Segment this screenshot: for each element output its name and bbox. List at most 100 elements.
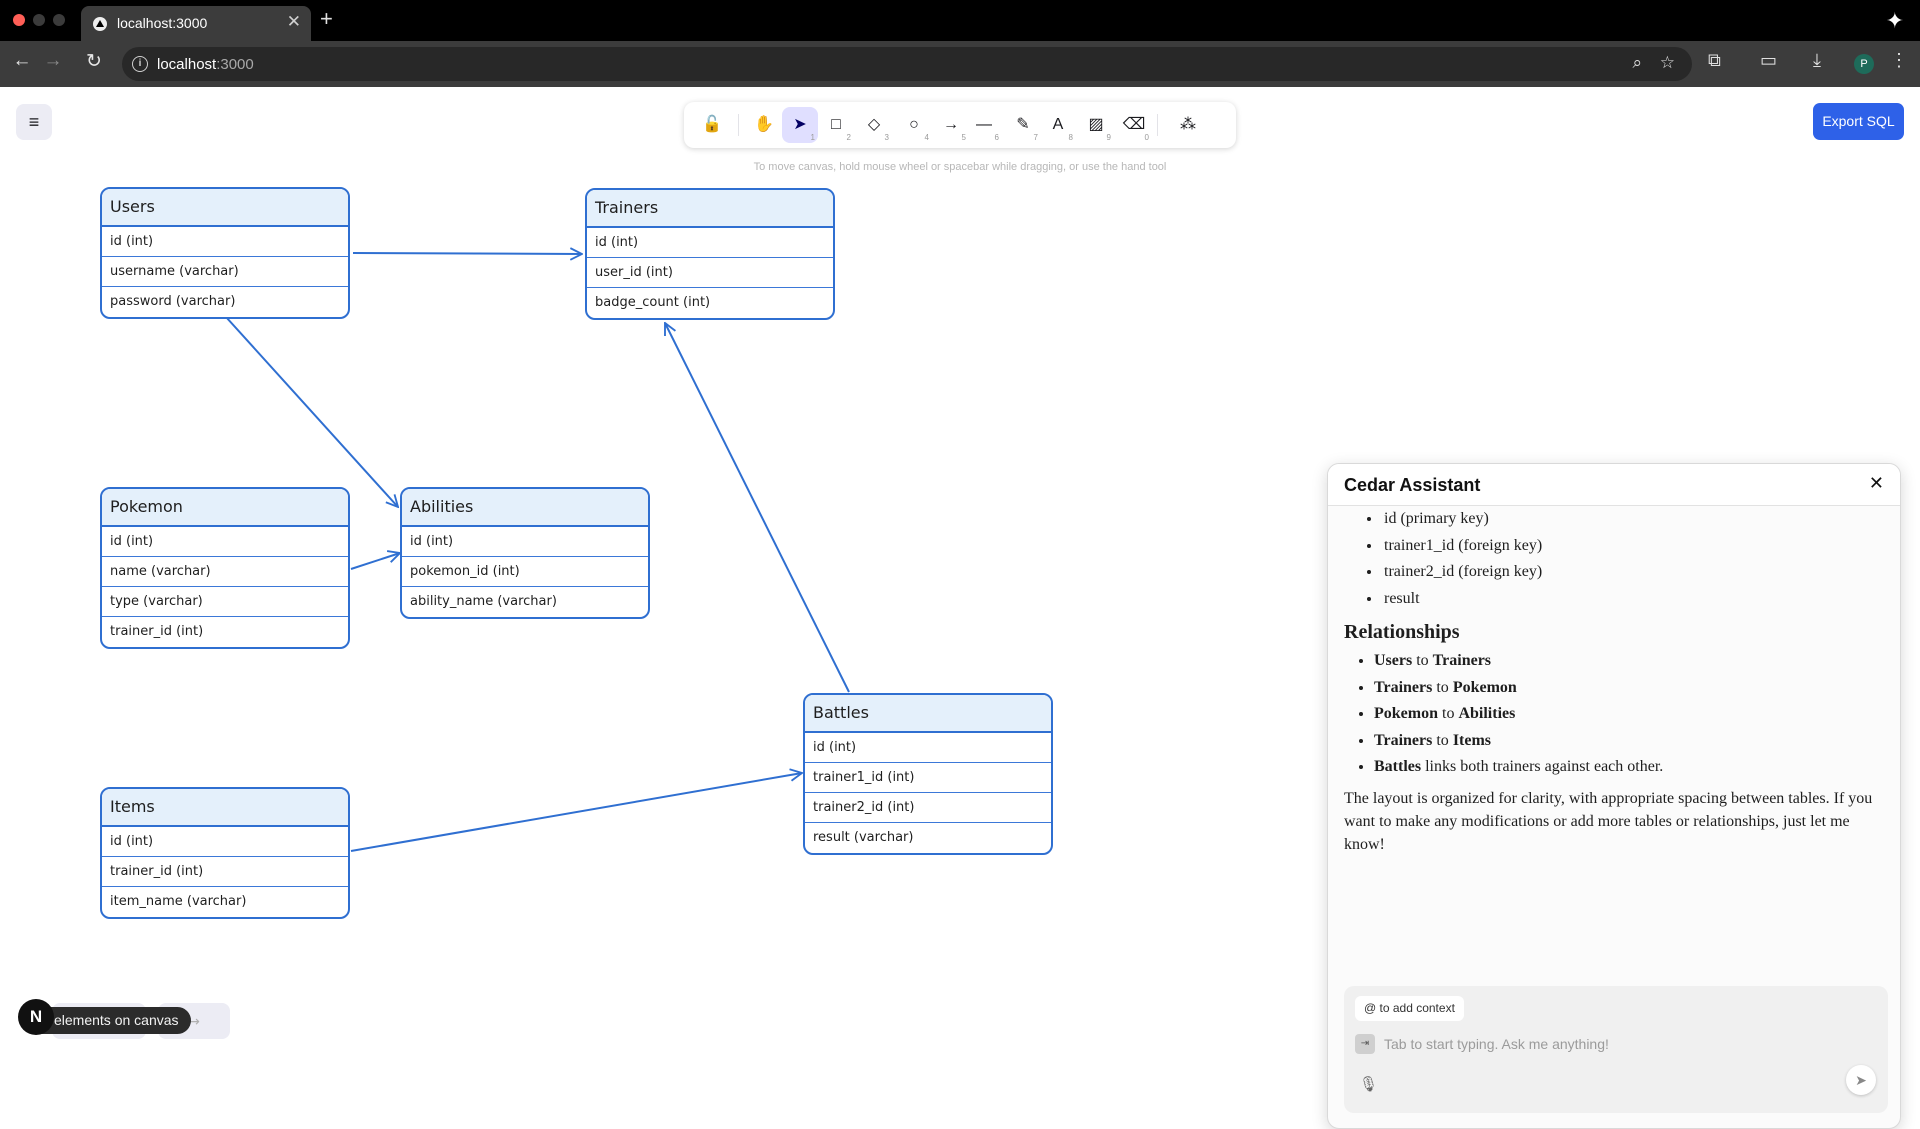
diamond-tool-icon[interactable]: ◇3 (867, 116, 889, 142)
relationships-heading: Relationships (1344, 621, 1460, 643)
canvas-element-count: elements on canvas (34, 1007, 191, 1034)
list-item: trainer1_id (foreign key) (1382, 533, 1882, 560)
table-title: Items (102, 789, 348, 827)
export-sql-button[interactable]: Export SQL (1813, 103, 1904, 140)
list-item: Battles links both trainers against each… (1374, 754, 1882, 781)
image-tool-icon[interactable]: ▨9 (1088, 116, 1111, 142)
table-abilities[interactable]: Abilities id (int) pokemon_id (int) abil… (400, 487, 650, 619)
close-window-button[interactable] (13, 14, 25, 26)
table-column: trainer1_id (int) (805, 763, 1051, 793)
send-icon[interactable]: ➤ (1846, 1065, 1876, 1095)
list-item: Pokemon to Abilities (1374, 701, 1882, 728)
browser-tab[interactable]: localhost:3000 ✕ (81, 6, 311, 41)
tab-close-icon[interactable]: ✕ (286, 12, 301, 31)
minimize-window-button[interactable] (33, 14, 45, 26)
assistant-title: Cedar Assistant (1344, 475, 1481, 495)
table-column: username (varchar) (102, 257, 348, 287)
add-context-chip[interactable]: @ to add context (1355, 996, 1464, 1021)
eraser-tool-icon[interactable]: ⌫0 (1122, 116, 1149, 142)
profile-avatar[interactable]: P (1854, 54, 1874, 74)
list-item: id (primary key) (1382, 506, 1882, 533)
table-column: trainer_id (int) (110, 624, 204, 639)
assistant-header: Cedar Assistant ✕ (1328, 464, 1900, 506)
back-icon[interactable]: ← (12, 50, 32, 71)
list-item: result (1382, 586, 1882, 613)
browser-tab-bar: localhost:3000 ✕ + ✦ (0, 0, 1920, 41)
main-menu-button[interactable]: ≡ (16, 104, 52, 140)
draw-tool-icon[interactable]: ✎7 (1016, 116, 1038, 142)
battles-field-list: id (primary key) trainer1_id (foreign ke… (1344, 506, 1882, 612)
list-item: trainer2_id (foreign key) (1382, 559, 1882, 586)
line-tool-icon[interactable]: —6 (976, 116, 999, 142)
new-tab-button[interactable]: + (320, 6, 333, 31)
close-icon[interactable]: ✕ (1868, 473, 1884, 493)
arrow-users-trainers (352, 253, 582, 254)
arrow-items-battles (350, 773, 802, 852)
gemini-icon[interactable]: ✦ (1885, 8, 1904, 33)
relationship-arrows (225, 87, 850, 852)
site-info-icon[interactable]: i (132, 56, 148, 72)
tab-title: localhost:3000 (117, 15, 208, 31)
table-column: item_name (varchar) (110, 894, 247, 909)
list-item: Trainers to Pokemon (1374, 675, 1882, 702)
table-items[interactable]: Items id (int) trainer_id (int) item_nam… (100, 787, 350, 919)
more-tools-icon[interactable]: ⁂ (1180, 116, 1196, 133)
table-trainers[interactable]: Trainers id (int) user_id (int) badge_co… (585, 188, 835, 320)
zoom-icon[interactable]: ⌕ (1632, 53, 1642, 72)
table-title: Trainers (587, 190, 833, 228)
table-column: id (int) (402, 527, 648, 557)
tab-search-icon[interactable]: ▭ (1760, 50, 1778, 70)
hand-tool-icon[interactable]: ✋ (754, 116, 774, 133)
table-title: Pokemon (102, 489, 348, 527)
rectangle-tool-icon[interactable]: □2 (831, 116, 851, 142)
table-column: type (varchar) (102, 587, 348, 617)
microphone-icon[interactable]: 🎙 (1359, 1076, 1379, 1093)
url-text[interactable]: localhost:3000 (157, 56, 254, 73)
extensions-icon[interactable]: ⧉ (1708, 50, 1721, 70)
forward-icon[interactable]: → (43, 50, 63, 71)
nextjs-badge[interactable]: N (18, 999, 54, 1035)
tab-key-icon: ⇥ (1355, 1034, 1375, 1054)
chat-composer: @ to add context ⇥ 🎙 ➤ (1344, 986, 1888, 1113)
table-column: password (varchar) (110, 294, 236, 309)
table-column: trainer2_id (int) (805, 793, 1051, 823)
arrow-pokemon-abilities (350, 553, 400, 570)
browser-menu-icon[interactable]: ⋮ (1890, 50, 1908, 70)
arrow-tool-icon[interactable]: →5 (943, 116, 966, 142)
arrow-users-abilities (225, 316, 398, 507)
table-users[interactable]: Users id (int) username (varchar) passwo… (100, 187, 350, 319)
table-column: id (int) (587, 228, 833, 258)
maximize-window-button[interactable] (53, 14, 65, 26)
toolbar-divider (738, 114, 739, 136)
lock-tool-icon[interactable]: 🔓 (702, 116, 722, 133)
browser-toolbar: ← → ↻ i localhost:3000 ⌕ ☆ ⧉ ▭ ⤓ P ⋮ (0, 41, 1920, 87)
table-column: result (varchar) (813, 830, 914, 845)
table-title: Battles (805, 695, 1051, 733)
address-bar[interactable]: i localhost:3000 ⌕ ☆ (122, 47, 1692, 81)
chat-input[interactable] (1384, 1032, 1864, 1056)
table-column: user_id (int) (587, 258, 833, 288)
download-icon[interactable]: ⤓ (1813, 50, 1821, 70)
assistant-messages: id (primary key) trainer1_id (foreign ke… (1328, 506, 1900, 942)
ellipse-tool-icon[interactable]: ○4 (909, 116, 929, 142)
toolbar-divider (1157, 114, 1158, 136)
cedar-assistant-panel: Cedar Assistant ✕ id (primary key) train… (1327, 463, 1901, 1129)
table-column: trainer_id (int) (102, 857, 348, 887)
table-column: name (varchar) (102, 557, 348, 587)
table-battles[interactable]: Battles id (int) trainer1_id (int) train… (803, 693, 1053, 855)
table-column: id (int) (102, 227, 348, 257)
selection-tool-icon[interactable]: ➤1 (782, 107, 818, 143)
table-column: ability_name (varchar) (410, 594, 557, 609)
list-item: Trainers to Items (1374, 728, 1882, 755)
assistant-message-text: The layout is organized for clarity, wit… (1344, 789, 1873, 853)
arrow-battles-trainers (665, 323, 850, 693)
tab-favicon-icon (93, 17, 107, 31)
reload-icon[interactable]: ↻ (86, 51, 102, 72)
bookmark-star-icon[interactable]: ☆ (1659, 53, 1675, 72)
table-pokemon[interactable]: Pokemon id (int) name (varchar) type (va… (100, 487, 350, 649)
table-title: Users (102, 189, 348, 227)
table-column: id (int) (805, 733, 1051, 763)
